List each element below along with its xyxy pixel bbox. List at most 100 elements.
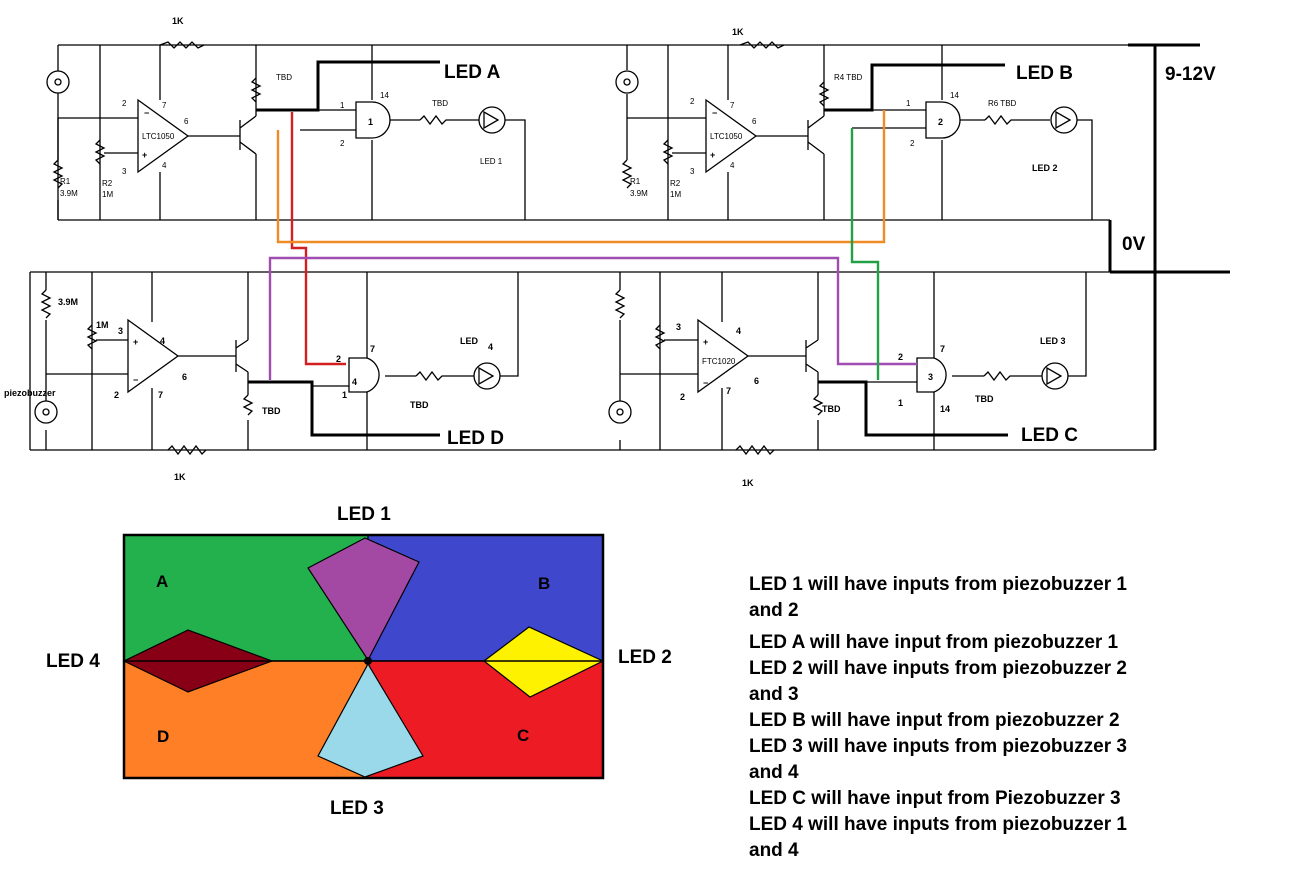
resistor-led1	[419, 114, 480, 126]
resistor-1k-c	[735, 444, 775, 456]
svg-text:R2: R2	[670, 179, 681, 188]
resistor-r4	[818, 81, 830, 107]
note-line: LED 1 will have inputs from piezobuzzer …	[749, 574, 1127, 595]
resistor-r2-b	[662, 139, 674, 165]
svg-text:1: 1	[342, 390, 347, 400]
resistor-r1	[52, 159, 64, 189]
svg-text:14: 14	[380, 91, 389, 100]
svg-text:6: 6	[754, 376, 759, 386]
svg-text:14: 14	[940, 404, 950, 414]
svg-text:−: −	[703, 378, 708, 388]
resistor-r1-c	[614, 289, 626, 319]
svg-text:2: 2	[938, 117, 943, 127]
opamp-1-label: LTC1050	[142, 132, 175, 141]
opamp-3	[697, 318, 750, 394]
resistor-r2	[94, 139, 106, 165]
svg-text:4: 4	[730, 161, 735, 170]
opamp-3-label: FTC1020	[702, 357, 736, 366]
stage-top-right: LTC1050 − + 2 7 3 4 6 R1 3.9M R2 1M 1K R…	[615, 27, 1093, 220]
svg-text:TBD: TBD	[822, 404, 841, 414]
svg-text:−: −	[712, 108, 717, 118]
svg-text:3.9M: 3.9M	[58, 297, 78, 307]
svg-text:TBD: TBD	[262, 406, 281, 416]
svg-text:3: 3	[690, 167, 695, 176]
resistor-1k-d	[167, 444, 207, 456]
resistor-r2-c	[654, 324, 666, 350]
svg-text:3: 3	[118, 326, 123, 336]
svg-text:+: +	[703, 337, 708, 347]
piezobuzzer-label: piezobuzzer	[4, 388, 56, 398]
svg-text:1M: 1M	[670, 190, 681, 199]
svg-text:1K: 1K	[172, 16, 184, 26]
orange-wire	[276, 110, 886, 244]
map-led-4-label: LED 4	[46, 651, 100, 672]
green-wire	[850, 128, 880, 380]
svg-text:1K: 1K	[174, 472, 186, 482]
svg-text:R4 TBD: R4 TBD	[834, 73, 863, 82]
svg-text:7: 7	[726, 386, 731, 396]
resistor-led3	[983, 370, 1042, 382]
red-wire	[290, 112, 346, 366]
svg-text:R2: R2	[102, 179, 113, 188]
svg-text:4: 4	[488, 342, 493, 352]
svg-text:R6 TBD: R6 TBD	[988, 99, 1017, 108]
resistor-tbd-d	[242, 394, 254, 416]
note-line: LED A will have input from piezobuzzer 1	[749, 632, 1119, 653]
led-b-label: LED B	[1016, 63, 1073, 84]
svg-text:2: 2	[910, 139, 915, 148]
resistor-3-9m	[40, 289, 52, 319]
led-input-notes: LED 1 will have inputs from piezobuzzer …	[749, 572, 1219, 864]
and-gate-2	[925, 101, 961, 139]
svg-text:LED 1: LED 1	[480, 157, 503, 166]
svg-text:1K: 1K	[732, 27, 744, 37]
svg-text:LED 3: LED 3	[1040, 336, 1066, 346]
supply-voltage-label: 9-12V	[1165, 64, 1216, 85]
svg-text:7: 7	[162, 101, 167, 110]
svg-text:LED: LED	[460, 336, 479, 346]
note-line: and 4	[749, 840, 799, 861]
svg-text:2: 2	[680, 392, 685, 402]
svg-text:4: 4	[160, 336, 165, 346]
svg-text:4: 4	[352, 377, 357, 387]
resistor-tbd-a	[250, 77, 262, 103]
note-line: and 2	[749, 600, 799, 621]
svg-text:2: 2	[898, 352, 903, 362]
svg-text:4: 4	[736, 326, 741, 336]
led-3-icon	[1041, 362, 1069, 390]
region-c-label: C	[517, 726, 529, 745]
opamp-2	[705, 98, 758, 174]
resistor-1m	[86, 324, 98, 350]
resistor-led4	[415, 370, 474, 382]
svg-text:TBD: TBD	[975, 394, 994, 404]
svg-text:TBD: TBD	[410, 400, 429, 410]
note-line: and 4	[749, 762, 799, 783]
svg-text:−: −	[144, 108, 149, 118]
svg-text:1: 1	[898, 398, 903, 408]
power-rails	[29, 43, 1230, 451]
svg-text:2: 2	[690, 97, 695, 106]
ground-label: 0V	[1122, 234, 1146, 255]
svg-text:4: 4	[162, 161, 167, 170]
led-a-label: LED A	[444, 62, 501, 83]
region-d-label: D	[157, 727, 169, 746]
svg-text:14: 14	[950, 91, 959, 100]
cross-wires	[268, 110, 917, 380]
svg-text:1M: 1M	[102, 190, 113, 199]
svg-text:1: 1	[906, 99, 911, 108]
svg-text:1: 1	[340, 101, 345, 110]
svg-text:7: 7	[730, 101, 735, 110]
svg-text:+: +	[133, 337, 138, 347]
svg-text:7: 7	[158, 390, 163, 400]
svg-text:2: 2	[114, 390, 119, 400]
note-line: LED B will have input from piezobuzzer 2	[749, 710, 1120, 731]
svg-text:7: 7	[370, 344, 375, 354]
svg-text:3: 3	[676, 322, 681, 332]
resistor-r1-b	[621, 159, 633, 189]
svg-text:6: 6	[182, 372, 187, 382]
svg-text:2: 2	[122, 99, 127, 108]
region-b	[367, 534, 604, 662]
svg-text:1: 1	[368, 117, 373, 127]
note-line: LED 3 will have inputs from piezobuzzer …	[749, 736, 1127, 757]
note-line: LED 4 will have inputs from piezobuzzer …	[749, 814, 1127, 835]
